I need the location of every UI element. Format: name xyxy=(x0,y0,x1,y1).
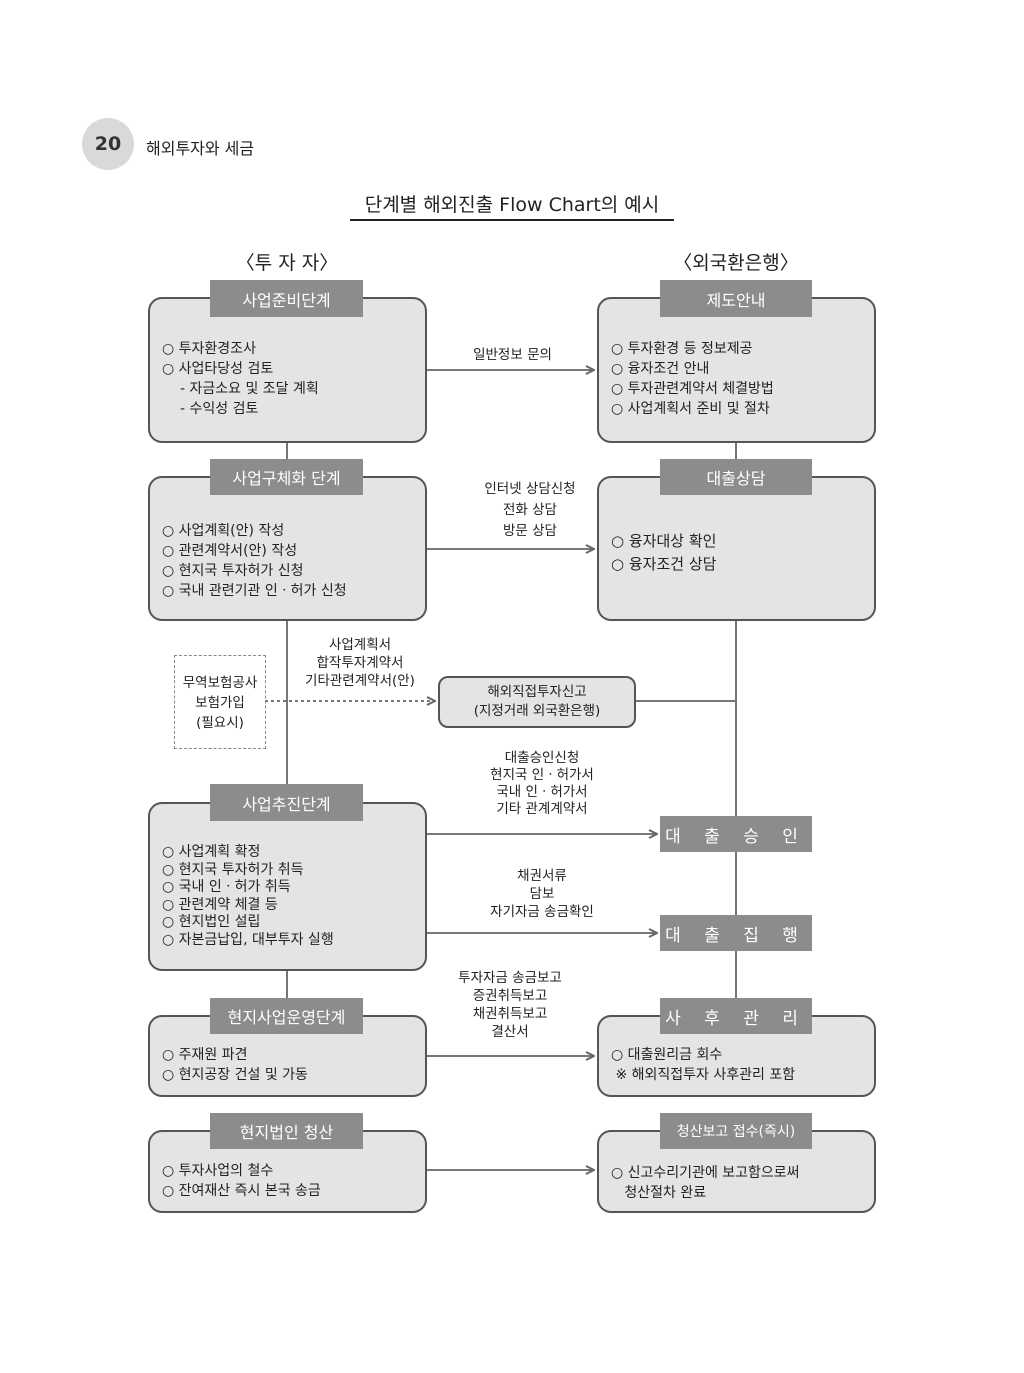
box-item: ○ 융자조건 안내 xyxy=(611,361,710,377)
label-line: 방문 상담 xyxy=(503,523,557,539)
label-line: 투자자금 송금보고 xyxy=(458,970,562,986)
tab-liquidation-report: 청산보고 접수(즉시) xyxy=(660,1113,812,1149)
box-item: 청산절차 완료 xyxy=(611,1185,707,1201)
tab-business-concretization: 사업구체화 단계 xyxy=(210,459,363,495)
label-line: 일반정보 문의 xyxy=(473,347,552,363)
box-item: ○ 신고수리기관에 보고함으로써 xyxy=(611,1165,800,1181)
box-item: ○ 현지국 투자허가 신청 xyxy=(162,563,304,579)
box-item: ○ 잔여재산 즉시 본국 송금 xyxy=(162,1183,321,1199)
box-item: ○ 대출원리금 회수 xyxy=(611,1047,723,1063)
tab-local-operation: 현지사업운영단계 xyxy=(210,998,363,1034)
arrow-label-1: 일반정보 문의 xyxy=(430,346,595,364)
note-line: 보험가입 xyxy=(195,695,245,711)
report-line: (지정거래 외국환은행) xyxy=(473,703,601,719)
box-item: - 자금소요 및 조달 계획 xyxy=(180,381,319,397)
box-item: - 수익성 검토 xyxy=(180,401,259,417)
label-line: 대출승인신청 xyxy=(504,750,580,766)
box-item: ○ 융자대상 확인 xyxy=(611,532,717,550)
tab-business-preparation: 사업준비단계 xyxy=(210,280,363,317)
box-item: ○ 현지공장 건설 및 가동 xyxy=(162,1067,308,1083)
box-item: ○ 관련계약 체결 등 xyxy=(162,896,278,913)
page-number: 20 xyxy=(82,118,134,170)
arrow-label-2: 인터넷 상담신청 전화 상담 방문 상담 xyxy=(430,479,630,542)
box-item: ○ 국내 관련기관 인ㆍ허가 신청 xyxy=(162,583,347,599)
tab-post-management: 사 후 관 리 xyxy=(660,998,812,1034)
box-item: ○ 관련계약서(안) 작성 xyxy=(162,543,298,559)
note-line: (필요시) xyxy=(196,715,244,731)
label-line: 자기자금 송금확인 xyxy=(490,904,594,920)
box-item: ○ 사업계획(안) 작성 xyxy=(162,523,285,539)
box-loan-consultation: ○ 융자대상 확인 ○ 융자조건 상담 xyxy=(597,476,876,621)
box-item: ○ 사업계획 확정 xyxy=(162,844,261,860)
running-title: 해외투자와 세금 xyxy=(146,139,255,158)
tab-business-execution: 사업추진단계 xyxy=(210,784,363,821)
label-line: 국내 인ㆍ허가서 xyxy=(496,784,588,800)
box-item: ※ 해외직접투자 사후관리 포함 xyxy=(611,1067,796,1083)
label-line: 인터넷 상담신청 xyxy=(484,481,576,497)
insurance-note-box: 무역보험공사 보험가입 (필요시) xyxy=(174,655,266,749)
label-line: 채권서류 xyxy=(517,868,567,884)
label-line: 사업계획서 xyxy=(328,637,392,653)
step-loan-approval: 대 출 승 인 xyxy=(660,816,812,852)
box-item: ○ 투자사업의 철수 xyxy=(162,1163,274,1179)
box-item: ○ 현지국 투자허가 취득 xyxy=(162,861,304,878)
tab-loan-consultation: 대출상담 xyxy=(660,459,812,495)
box-item: ○ 사업타당성 검토 xyxy=(162,361,274,377)
label-line: 증권취득보고 xyxy=(472,988,548,1004)
box-item: ○ 주재원 파견 xyxy=(162,1047,248,1063)
report-line: 해외직접투자신고 xyxy=(487,684,587,700)
label-line: 결산서 xyxy=(491,1024,529,1040)
arrow-label-4: 대출승인신청 현지국 인ㆍ허가서 국내 인ㆍ허가서 기타 관계계약서 xyxy=(462,750,622,818)
box-item: ○ 융자조건 상담 xyxy=(611,555,717,573)
tab-system-guide: 제도안내 xyxy=(660,280,812,317)
note-line: 무역보험공사 xyxy=(182,675,258,691)
box-item: ○ 투자환경조사 xyxy=(162,341,256,357)
chart-title: 단계별 해외진출 Flow Chart의 예시 xyxy=(350,190,674,221)
step-loan-execution: 대 출 집 행 xyxy=(660,915,812,951)
box-item: ○ 사업계획서 준비 및 절차 xyxy=(611,401,770,417)
column-investor: 〈투 자 자〉 xyxy=(235,252,339,274)
label-line: 전화 상담 xyxy=(503,502,557,518)
column-bank: 〈외국환은행〉 xyxy=(673,252,799,274)
box-item: ○ 국내 인ㆍ허가 취득 xyxy=(162,879,291,895)
label-line: 기타관련계약서(안) xyxy=(305,673,415,689)
label-line: 현지국 인ㆍ허가서 xyxy=(490,767,594,783)
overseas-investment-report-box: 해외직접투자신고 (지정거래 외국환은행) xyxy=(438,676,636,728)
box-item: ○ 현지법인 설립 xyxy=(162,914,261,930)
arrow-label-5: 채권서류 담보 자기자금 송금확인 xyxy=(462,867,622,921)
box-liquidation: ○ 투자사업의 철수 ○ 잔여재산 즉시 본국 송금 xyxy=(148,1130,427,1213)
box-item: ○ 자본금납입, 대부투자 실행 xyxy=(162,931,334,948)
box-business-concretization: ○ 사업계획(안) 작성 ○ 관련계약서(안) 작성 ○ 현지국 투자허가 신청… xyxy=(148,476,427,621)
box-item: ○ 투자관련계약서 체결방법 xyxy=(611,381,774,397)
box-local-operation: ○ 주재원 파견 ○ 현지공장 건설 및 가동 xyxy=(148,1015,427,1097)
arrow-label-6: 투자자금 송금보고 증권취득보고 채권취득보고 결산서 xyxy=(430,969,590,1041)
tab-liquidation: 현지법인 청산 xyxy=(210,1113,363,1149)
box-item: ○ 투자환경 등 정보제공 xyxy=(611,341,753,357)
label-line: 합작투자계약서 xyxy=(316,655,404,671)
box-business-execution: ○ 사업계획 확정 ○ 현지국 투자허가 취득 ○ 국내 인ㆍ허가 취득 ○ 관… xyxy=(148,802,427,971)
label-line: 기타 관계계약서 xyxy=(496,801,588,817)
arrow-label-3: 사업계획서 합작투자계약서 기타관련계약서(안) xyxy=(290,636,430,690)
box-system-guide: ○ 투자환경 등 정보제공 ○ 융자조건 안내 ○ 투자관련계약서 체결방법 ○… xyxy=(597,297,876,443)
label-line: 담보 xyxy=(529,886,555,902)
label-line: 채권취득보고 xyxy=(472,1006,548,1022)
box-business-preparation: ○ 투자환경조사 ○ 사업타당성 검토 - 자금소요 및 조달 계획 - 수익성… xyxy=(148,297,427,443)
